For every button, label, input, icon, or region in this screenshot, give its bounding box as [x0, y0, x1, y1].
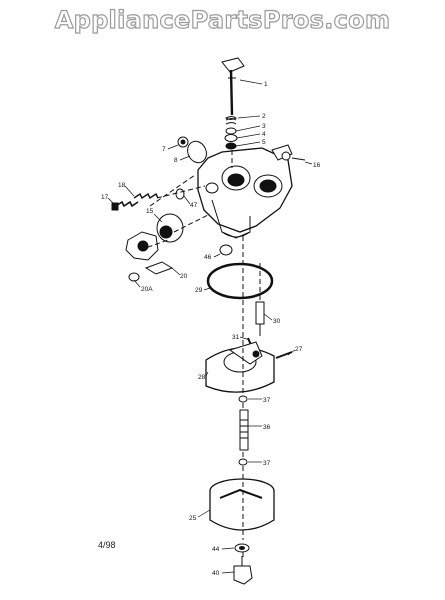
part-46-seal	[219, 244, 233, 256]
callout-20: 20	[180, 273, 188, 280]
part-20a-plug	[128, 272, 140, 282]
callout-28: 28	[198, 374, 206, 381]
part-15-choke-assembly	[125, 213, 184, 261]
callout-8: 8	[174, 157, 178, 164]
callout-37-upper: 37	[263, 397, 271, 404]
callout-5: 5	[262, 139, 266, 146]
callout-1: 1	[264, 81, 268, 88]
part-30-needle	[255, 301, 265, 336]
watermark: AppliancePartsPros.com	[54, 5, 391, 34]
part-28-float	[205, 341, 275, 393]
part-29-gasket-ring	[206, 262, 274, 300]
revision-date: 4/98	[98, 540, 116, 550]
callout-30: 30	[273, 318, 281, 325]
callout-16: 16	[313, 162, 321, 169]
callout-7: 7	[162, 146, 166, 153]
callout-40: 40	[212, 570, 220, 577]
part-37-o-ring-upper	[238, 395, 248, 403]
part-40-bowl-nut	[233, 556, 253, 585]
part-3-washer	[225, 127, 237, 135]
callout-29: 29	[195, 287, 203, 294]
callout-47: 47	[190, 202, 198, 209]
callout-46: 46	[204, 254, 212, 261]
part-4-washer	[224, 134, 238, 142]
part-16-fuel-elbow	[271, 144, 306, 161]
callout-leaders	[107, 79, 313, 574]
part-27-hinge-pin	[275, 351, 293, 359]
callout-2: 2	[262, 113, 266, 120]
callout-17: 17	[101, 194, 109, 201]
callout-3: 3	[262, 123, 266, 130]
callout-18: 18	[118, 182, 126, 189]
part-8-throttle-plate	[187, 140, 207, 164]
callout-36: 36	[263, 424, 271, 431]
part-25-float-bowl	[209, 478, 275, 531]
carburetor-body	[197, 147, 293, 239]
part-47-seal	[175, 188, 185, 200]
part-17-idle-screw	[111, 200, 139, 211]
part-7-screw	[177, 136, 189, 148]
part-5-bushing	[225, 142, 237, 150]
callout-44: 44	[212, 546, 220, 553]
part-20-shaft	[144, 261, 174, 275]
callout-27: 27	[295, 346, 303, 353]
part-2-spring	[225, 116, 237, 125]
part-18-spring	[133, 192, 159, 200]
callout-20a: 20A	[141, 286, 153, 293]
callout-31: 31	[232, 334, 240, 341]
assembly-guide-lines	[139, 150, 261, 560]
part-36-main-jet	[239, 409, 249, 451]
callout-4: 4	[262, 131, 266, 138]
callout-37-lower: 37	[263, 460, 271, 467]
part-1-throttle-shaft	[221, 57, 245, 116]
callout-25: 25	[189, 515, 197, 522]
callout-15: 15	[146, 208, 154, 215]
part-37-o-ring-lower	[238, 458, 248, 466]
